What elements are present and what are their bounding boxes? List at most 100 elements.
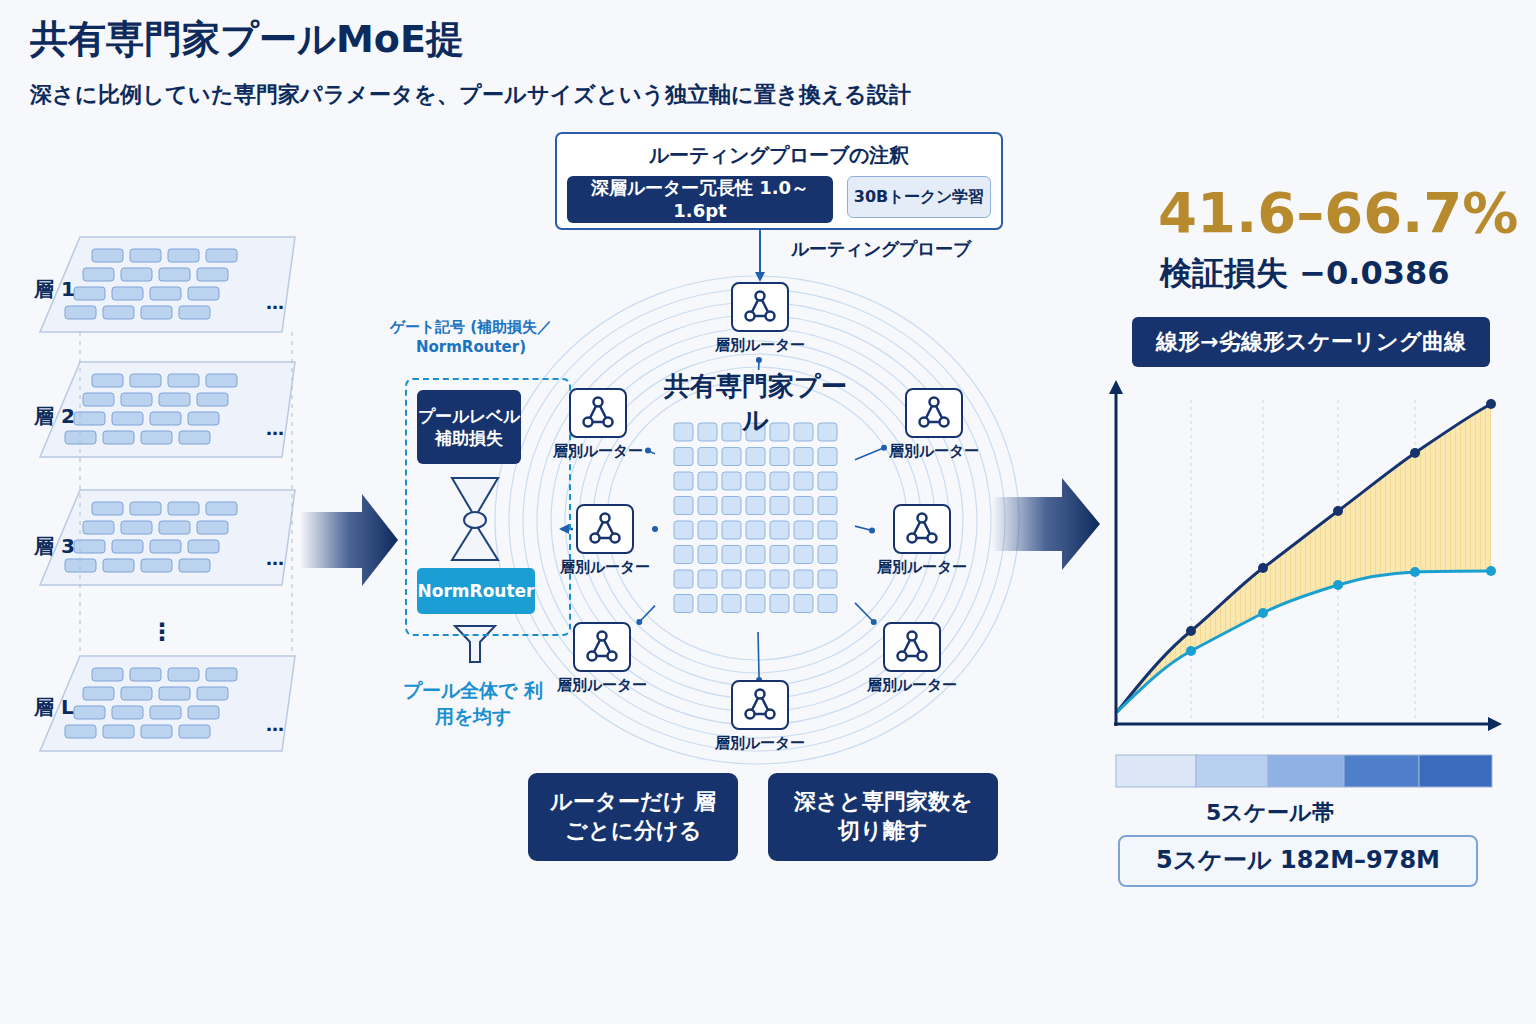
joint-dot: [645, 448, 651, 454]
router-label: 層別ルーター: [715, 734, 805, 754]
expert-tile: [130, 249, 161, 262]
contour: [551, 328, 963, 712]
router-node: 層別ルーター: [710, 282, 810, 360]
flow-arrow: [300, 494, 398, 586]
process-box: 5スケール 182M–978M: [1118, 835, 1478, 887]
expert-tile: [197, 521, 228, 534]
expert-tile: [150, 287, 181, 300]
metric-text: 41.6–66.7%: [1158, 180, 1518, 245]
expert-tile: [83, 521, 114, 534]
router-node: 層別ルーター: [548, 388, 648, 466]
group-heading: ゲート記号 (補助損失／NormRouter): [377, 318, 565, 357]
expert-cell: [746, 448, 765, 466]
expert-cell: [722, 497, 741, 515]
expert-tile: [121, 268, 152, 281]
expert-cell: [770, 570, 789, 588]
expert-tile: [103, 306, 134, 319]
expert-tile: [83, 268, 114, 281]
expert-tile: [197, 687, 228, 700]
annotation-label: 層 2: [34, 403, 75, 430]
expert-cell: [818, 472, 837, 490]
joint-dot: [756, 357, 762, 363]
expert-cell: [674, 546, 693, 564]
scale-band: [1116, 755, 1492, 787]
connector: [855, 448, 884, 460]
expert-tile: [130, 374, 161, 387]
process-box: NormRouter: [417, 568, 535, 614]
expert-cell: [770, 546, 789, 564]
process-box: 深層ルーター冗長性 1.0～1.6pt: [567, 176, 833, 223]
expert-cell: [770, 595, 789, 613]
funnel-symbol: [455, 626, 495, 662]
expert-cell: [818, 546, 837, 564]
router-label: 層別ルーター: [560, 558, 650, 578]
expert-cell: [746, 497, 765, 515]
annotation-label: …: [266, 292, 284, 313]
expert-tile: [92, 502, 123, 515]
contour: [565, 341, 949, 699]
expert-tile: [179, 559, 210, 572]
expert-tile: [206, 249, 237, 262]
expert-cell: [674, 521, 693, 539]
annotation-label: …: [266, 418, 284, 439]
router-node: 層別ルーター: [555, 504, 655, 582]
layer-plate: [40, 362, 295, 457]
annotation-label: 層 L: [34, 694, 74, 721]
expert-cell: [698, 521, 717, 539]
expert-cell: [698, 423, 717, 441]
expert-cell: [722, 595, 741, 613]
router-label: 層別ルーター: [877, 558, 967, 578]
node-text: 5スケール 182M–978M: [1156, 845, 1440, 876]
expert-cell: [674, 570, 693, 588]
expert-cell: [722, 448, 741, 466]
expert-tile: [121, 687, 152, 700]
process-box: 深さと専門家数を 切り離す: [768, 773, 998, 861]
expert-cell: [794, 497, 813, 515]
expert-cell: [698, 472, 717, 490]
expert-tile: [188, 412, 219, 425]
router-icon: [569, 388, 627, 438]
expert-cell: [698, 546, 717, 564]
expert-cell: [698, 497, 717, 515]
expert-tile: [159, 687, 190, 700]
annotation-label: ⋮: [150, 618, 174, 646]
connector: [639, 606, 655, 622]
expert-cell: [698, 570, 717, 588]
expert-tile: [159, 393, 190, 406]
expert-tile: [141, 725, 172, 738]
node-text: 線形→劣線形スケーリング曲線: [1156, 328, 1465, 357]
expert-cell: [794, 423, 813, 441]
expert-tile: [168, 374, 199, 387]
router-icon: [576, 504, 634, 554]
router-icon: [731, 282, 789, 332]
expert-tile: [103, 559, 134, 572]
expert-cell: [770, 521, 789, 539]
expert-cell: [746, 521, 765, 539]
expert-tile: [150, 540, 181, 553]
expert-cell: [746, 570, 765, 588]
expert-tile: [206, 374, 237, 387]
expert-cell: [722, 423, 741, 441]
expert-tile: [141, 431, 172, 444]
expert-cell: [818, 521, 837, 539]
title: 共有専門家プールMoE提: [30, 14, 464, 65]
expert-tile: [197, 268, 228, 281]
expert-cell: [674, 472, 693, 490]
router-icon: [731, 680, 789, 730]
expert-tile: [168, 668, 199, 681]
layer-plate: [40, 237, 295, 332]
expert-tile: [179, 431, 210, 444]
expert-tile: [65, 306, 96, 319]
pool-node: 共有専門家プール: [655, 370, 855, 632]
expert-tile: [141, 306, 172, 319]
expert-tile: [103, 725, 134, 738]
expert-tile: [150, 706, 181, 719]
joint-dot: [869, 527, 875, 533]
router-label: 層別ルーター: [557, 676, 647, 696]
expert-tile: [112, 540, 143, 553]
expert-tile: [83, 393, 114, 406]
expert-tile: [121, 393, 152, 406]
expert-tile: [179, 725, 210, 738]
expert-cell: [746, 546, 765, 564]
contour: [509, 289, 1005, 751]
